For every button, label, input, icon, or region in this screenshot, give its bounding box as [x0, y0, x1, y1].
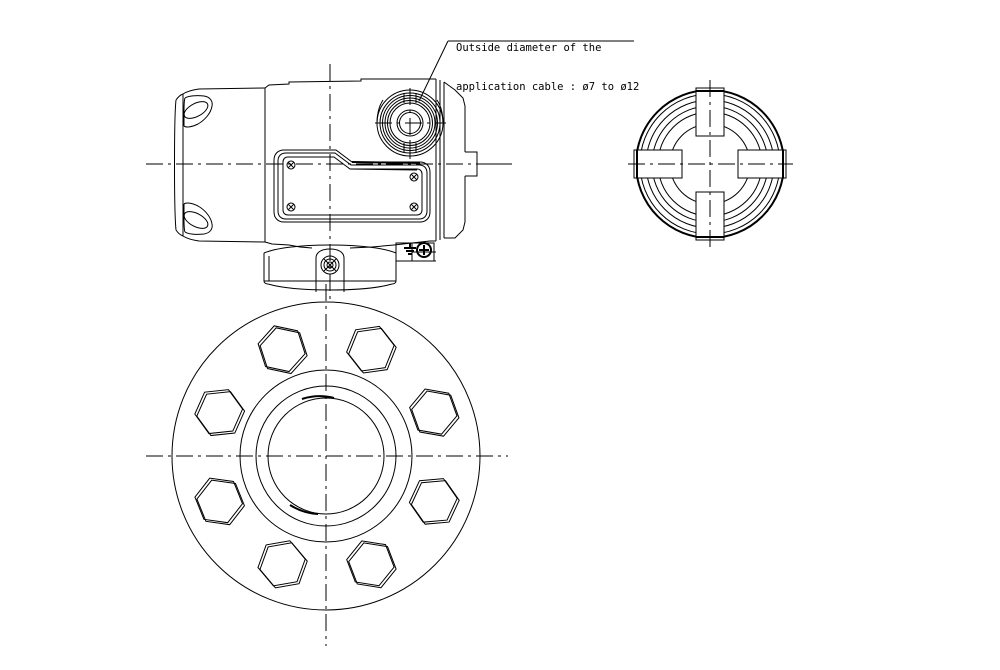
- front-view-centerlines: [146, 64, 512, 300]
- nameplate-screws: [286, 160, 419, 212]
- nameplate-window: [273, 149, 431, 223]
- end-view: [628, 80, 793, 248]
- cable-gland-entry: [375, 88, 446, 159]
- transmitter-neck: [263, 244, 397, 292]
- annotation-leader: [418, 40, 634, 102]
- cable-gland-note-line2: application cable : ø7 to ø12: [456, 81, 640, 93]
- ground-terminal: [395, 242, 435, 262]
- flange-centerlines: [146, 284, 508, 646]
- transmitter-housing: [174, 78, 512, 262]
- flange-bolts: [194, 325, 460, 589]
- process-flange: [171, 301, 481, 611]
- cable-gland-note: Outside diameter of the application cabl…: [456, 16, 639, 120]
- cable-gland-note-line1: Outside diameter of the: [456, 42, 602, 54]
